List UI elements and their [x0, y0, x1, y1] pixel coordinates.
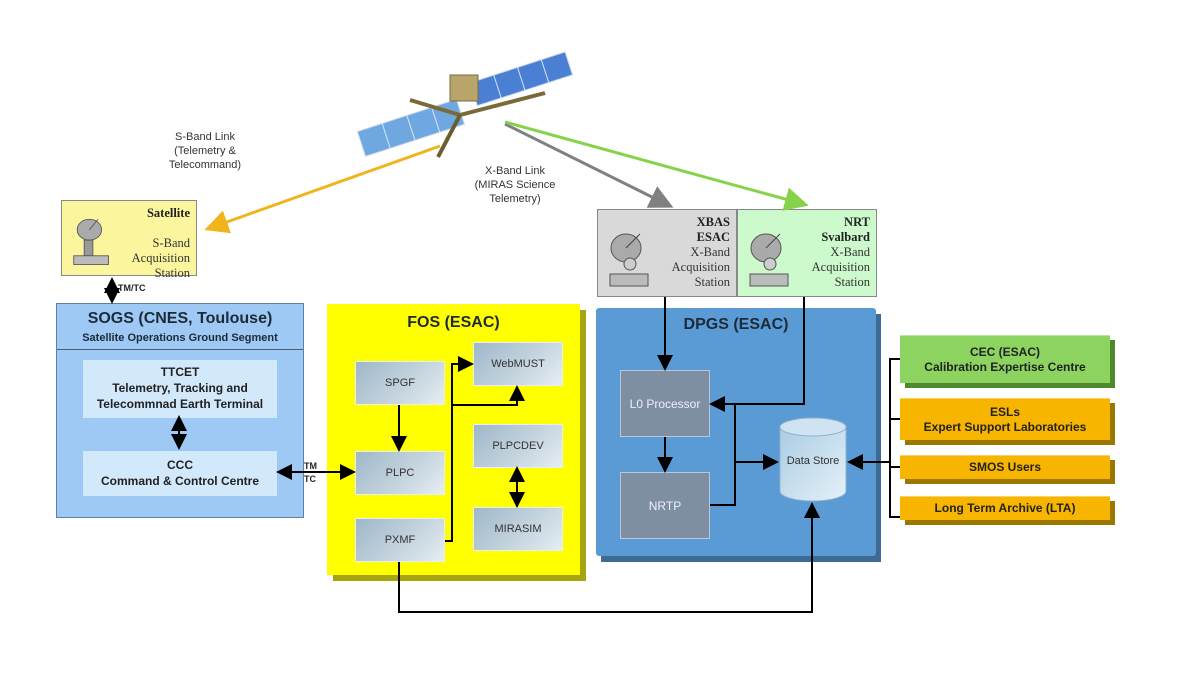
cec-subtitle: Calibration Expertise Centre — [924, 359, 1086, 374]
xbas-location: ESAC — [696, 230, 730, 244]
antenna-icon — [73, 218, 109, 265]
s-station-name: Satellite — [146, 206, 190, 220]
data-store-cylinder[interactable] — [778, 417, 848, 503]
plpcdev-box[interactable]: PLPCDEV — [473, 424, 563, 468]
esl-title: ESLs — [989, 404, 1020, 419]
nrt-type: Acquisition — [811, 260, 870, 274]
esl-box[interactable]: ESLs Expert Support Laboratories — [900, 398, 1110, 440]
x-band-label-line: Telemetry) — [489, 193, 541, 205]
esl-subtitle: Expert Support Laboratories — [923, 419, 1087, 434]
ttcet-box[interactable]: TTCET Telemetry, Tracking and Telecommna… — [83, 360, 277, 418]
spgf-box[interactable]: SPGF — [355, 361, 445, 405]
plpc-box[interactable]: PLPC — [355, 451, 445, 495]
s-band-label-line: Telecommand) — [168, 159, 242, 171]
sogs-subtitle: Satellite Operations Ground Segment — [57, 332, 303, 350]
s-station-band: S-Band — [152, 236, 191, 250]
tc-label: TC — [304, 474, 316, 484]
s-band-label-line: S-Band Link — [175, 131, 235, 143]
lta-box[interactable]: Long Term Archive (LTA) — [900, 496, 1110, 520]
nrt-name: NRT — [844, 215, 870, 229]
xbas-station-text: XBAS ESAC X-Band Acquisition Station — [672, 215, 730, 290]
data-store-label: Data Store — [786, 455, 840, 467]
nrt-location: Svalbard — [821, 230, 870, 244]
s-band-label-line: (Telemetry & — [174, 145, 236, 157]
xbas-band: X-Band — [690, 245, 730, 259]
webmust-box[interactable]: WebMUST — [473, 342, 563, 386]
nrt-band: X-Band — [830, 245, 870, 259]
xbas-type: Acquisition — [671, 260, 730, 274]
l0-processor-box[interactable]: L0 Processor — [620, 370, 710, 437]
antenna-icon — [749, 233, 789, 287]
pxmf-box[interactable]: PXMF — [355, 518, 445, 562]
cec-box[interactable]: CEC (ESAC) Calibration Expertise Centre — [900, 335, 1110, 383]
tm-tc-vertical-label: TM/TC — [118, 283, 146, 293]
xbas-name: XBAS — [696, 215, 730, 229]
dpgs-title: DPGS (ESAC) — [683, 316, 789, 333]
sogs-block[interactable]: SOGS (CNES, Toulouse) Satellite Operatio… — [56, 303, 304, 518]
mirasim-box[interactable]: MIRASIM — [473, 507, 563, 551]
x-band-label-line: (MIRAS Science — [474, 179, 556, 191]
tm-label: TM — [304, 461, 317, 471]
nrtp-box[interactable]: NRTP — [620, 472, 710, 539]
nrt-station[interactable]: NRT Svalbard X-Band Acquisition Station — [737, 209, 877, 297]
s-band-station[interactable]: Satellite S-Band Acquisition Station — [61, 200, 197, 280]
fos-title: FOS (ESAC) — [407, 314, 500, 331]
x-band-label-line: X-Band Link — [485, 165, 545, 177]
xbas-station[interactable]: XBAS ESAC X-Band Acquisition Station — [597, 209, 737, 297]
x-band-link-label: X-Band Link (MIRAS Science Telemetry) — [460, 164, 570, 206]
antenna-icon — [609, 233, 649, 287]
satellite-image — [356, 51, 574, 158]
s-station-type: Acquisition — [131, 251, 190, 265]
s-station-text: Satellite S-Band Acquisition Station — [132, 206, 190, 281]
ttcet-line: Telecommnad Earth Terminal — [96, 397, 264, 411]
sogs-title: SOGS (CNES, Toulouse) — [87, 310, 273, 327]
ttcet-line: Telemetry, Tracking and — [112, 381, 248, 395]
smos-users-box[interactable]: SMOS Users — [900, 455, 1110, 479]
cec-title: CEC (ESAC) — [969, 344, 1040, 359]
nrt-type2: Station — [834, 275, 870, 289]
ccc-title: CCC — [167, 458, 193, 472]
ttcet-title: TTCET — [160, 365, 200, 379]
s-band-link-label: S-Band Link (Telemetry & Telecommand) — [150, 130, 260, 172]
nrt-station-text: NRT Svalbard X-Band Acquisition Station — [812, 215, 870, 290]
external-bracket — [889, 358, 900, 518]
xbas-type2: Station — [694, 275, 730, 289]
ccc-line: Command & Control Centre — [100, 474, 259, 488]
s-station-type2: Station — [154, 266, 190, 280]
ccc-box[interactable]: CCC Command & Control Centre — [83, 451, 277, 496]
